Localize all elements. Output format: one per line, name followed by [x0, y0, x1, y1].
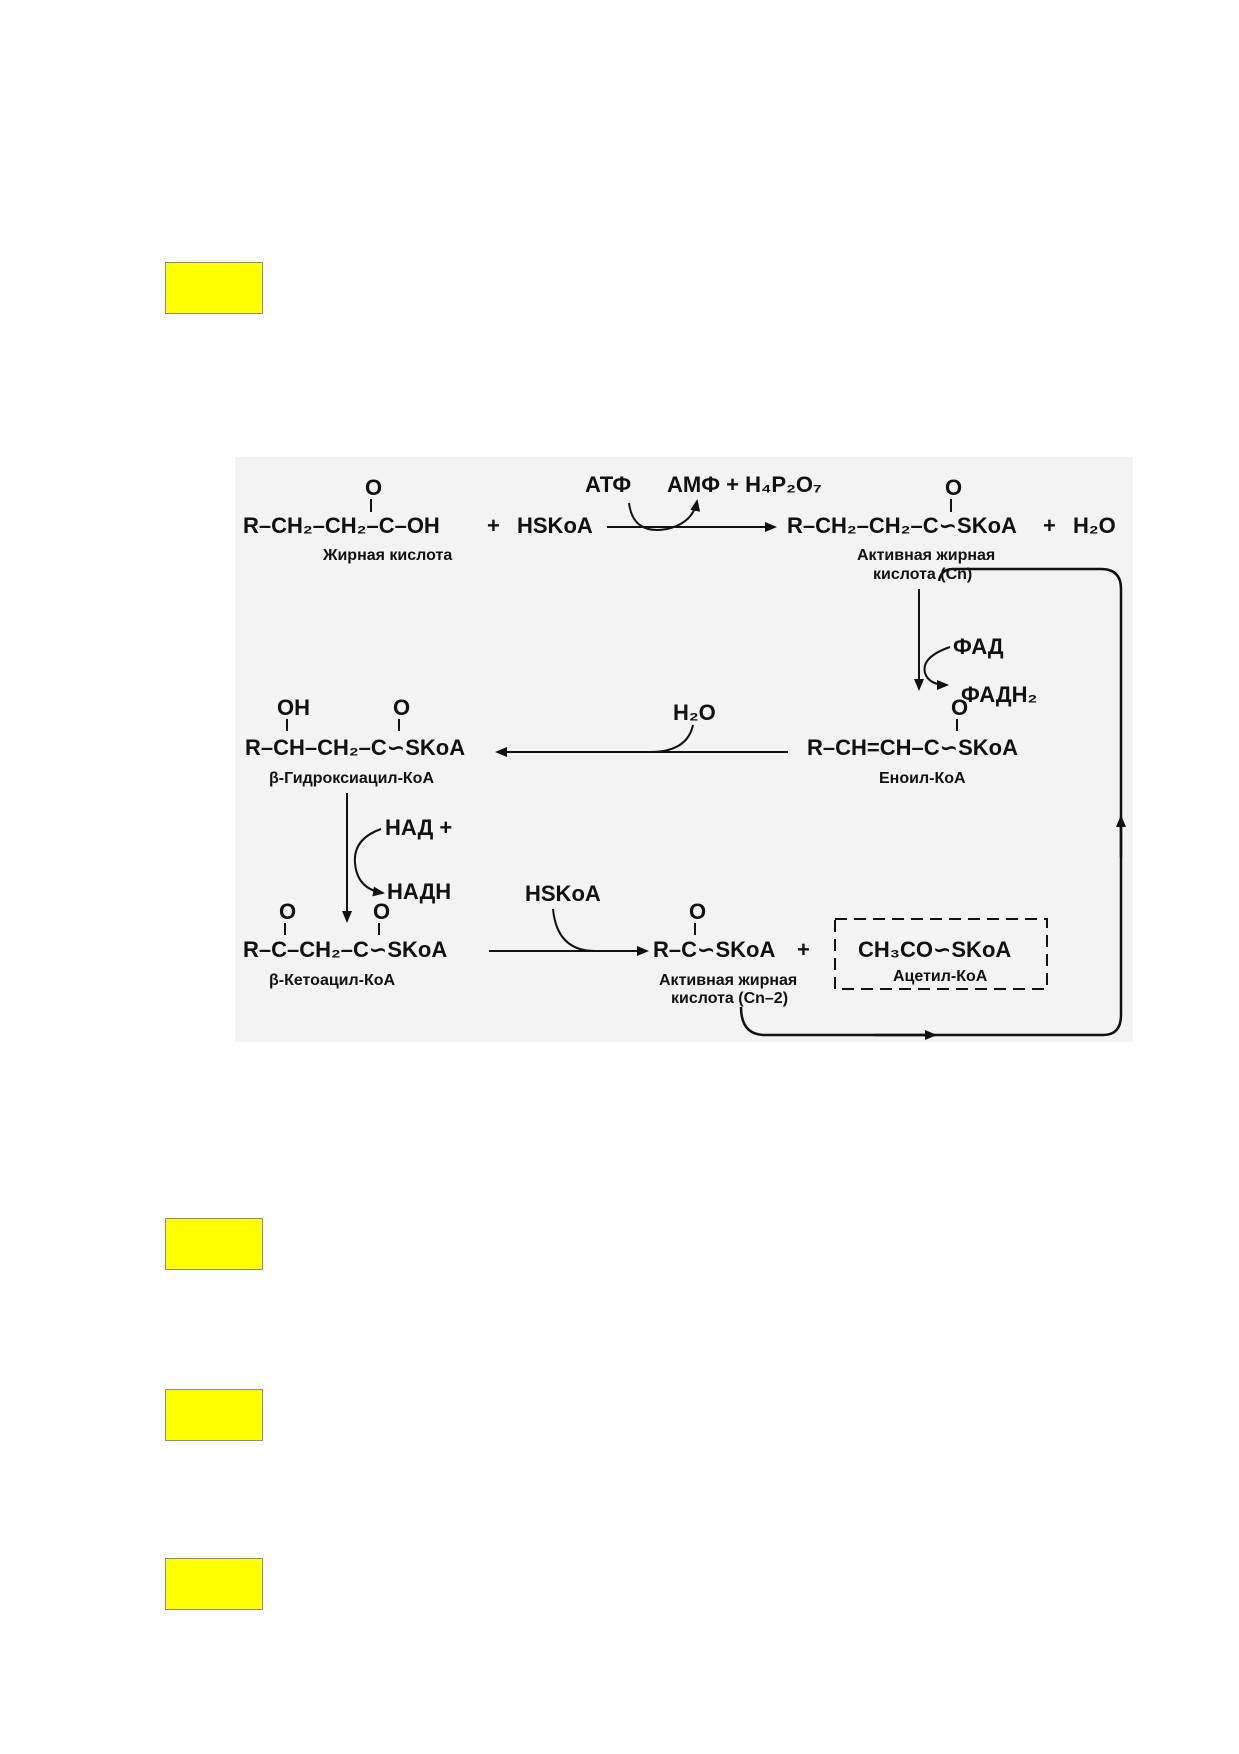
coenzyme-a-reagent: HSKoA: [517, 513, 593, 538]
shortened-acid-formula: R–C∽SKoA: [653, 937, 775, 962]
active-acid-carbonyl-o: O: [945, 475, 962, 500]
acid-carbonyl-o: O: [365, 475, 382, 500]
active-acid-label-line1: Активная жирная: [857, 547, 995, 564]
ketoacyl-coa-formula: R–C–CH₂–C∽SKoA: [243, 937, 447, 962]
fadh2-label: ФАДН₂: [961, 682, 1037, 707]
yellow-marker-1: [165, 262, 263, 314]
short-acid-carbonyl-o: O: [689, 899, 706, 924]
nad-curved-arrow: [353, 828, 385, 897]
keto-carbonyl-o-1: O: [279, 899, 296, 924]
hydroxyacyl-coa-formula: R–CH–CH₂–C∽SKoA: [245, 735, 465, 760]
yellow-marker-4: [165, 1558, 263, 1610]
yellow-marker-3: [165, 1389, 263, 1441]
beta-oxidation-scheme: O R–CH₂–CH₂–C–OH Жирная кислота + HSKoA …: [235, 457, 1133, 1042]
coenzyme-a-curved-line: [552, 908, 596, 952]
enoyl-carbonyl-o: O: [951, 695, 968, 720]
acetyl-coa-formula: CH₃CO∽SKoA: [858, 937, 1011, 962]
hydroxy-oh: OH: [277, 695, 310, 720]
enoyl-coa-label: Еноил-КоА: [879, 770, 966, 787]
amp-pyrophosphate-label: АМФ + H₄P₂O₇: [667, 472, 822, 497]
hydroxyacyl-coa-label: β-Гидроксиацил-КоА: [269, 770, 434, 787]
acetyl-coa-label: Ацетил-КоА: [893, 968, 988, 985]
water-product: H₂O: [1073, 513, 1116, 538]
shortened-acid-label-line1: Активная жирная: [659, 972, 797, 989]
scheme-drawing: O R–CH₂–CH₂–C–OH Жирная кислота + HSKoA …: [243, 472, 1126, 1040]
atp-label: АТФ: [585, 472, 631, 497]
acetyl-coa-dashed-box: [834, 918, 1048, 990]
recycle-loop-line: [739, 567, 1123, 1037]
shortened-acid-label-line2: кислота (Cn–2): [671, 990, 788, 1007]
fatty-acid-formula: R–CH₂–CH₂–C–OH: [243, 513, 440, 538]
keto-carbonyl-o-2: O: [373, 899, 390, 924]
hydroxy-carbonyl-o: O: [393, 695, 410, 720]
enoyl-coa-formula: R–CH=CH–C∽SKoA: [807, 735, 1018, 760]
atp-amp-curved-arrow: [628, 499, 701, 531]
plus-sign-1: +: [487, 513, 500, 538]
ketoacyl-coa-label: β-Кетоацил-КоА: [269, 972, 396, 989]
water-curved-line: [646, 724, 694, 754]
fatty-acid-label: Жирная кислота: [322, 547, 452, 564]
nad-label: НАД +: [385, 815, 452, 840]
active-fatty-acid-formula: R–CH₂–CH₂–C∽SKoA: [787, 513, 1017, 538]
yellow-marker-2: [165, 1218, 263, 1270]
fad-curved-arrow: [923, 646, 951, 690]
coenzyme-a-thiolysis: HSKoA: [525, 881, 601, 906]
water-reagent: H₂O: [673, 700, 716, 725]
plus-sign-2: +: [1043, 513, 1056, 538]
fad-label: ФАД: [953, 634, 1004, 659]
nadh-label: НАДН: [387, 879, 451, 904]
plus-sign-3: +: [797, 937, 810, 962]
